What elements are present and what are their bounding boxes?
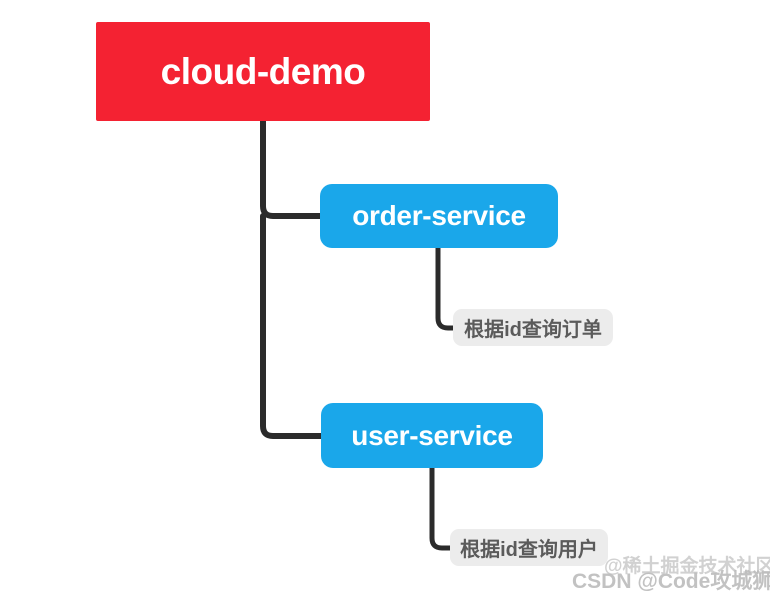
watermark-csdn: CSDN @Code攻城狮 <box>572 570 770 593</box>
edge-root-to-user-service <box>260 213 324 439</box>
node-cloud-demo-label: cloud-demo <box>160 50 366 92</box>
edge-root-to-order-service <box>260 118 323 219</box>
node-user-service-label: user-service <box>351 419 513 451</box>
node-user-query-by-id-label: 根据id查询用户 <box>460 539 598 561</box>
node-user-service[interactable]: user-service <box>321 403 543 468</box>
node-cloud-demo[interactable]: cloud-demo <box>96 22 430 121</box>
node-order-query-by-id-label: 根据id查询订单 <box>464 319 602 341</box>
node-order-service[interactable]: order-service <box>320 184 558 248</box>
node-user-query-by-id[interactable]: 根据id查询用户 <box>450 529 608 566</box>
node-order-query-by-id[interactable]: 根据id查询订单 <box>453 309 613 346</box>
node-order-service-label: order-service <box>352 200 526 231</box>
watermark-juejin: @稀土掘金技术社区 <box>604 556 770 577</box>
